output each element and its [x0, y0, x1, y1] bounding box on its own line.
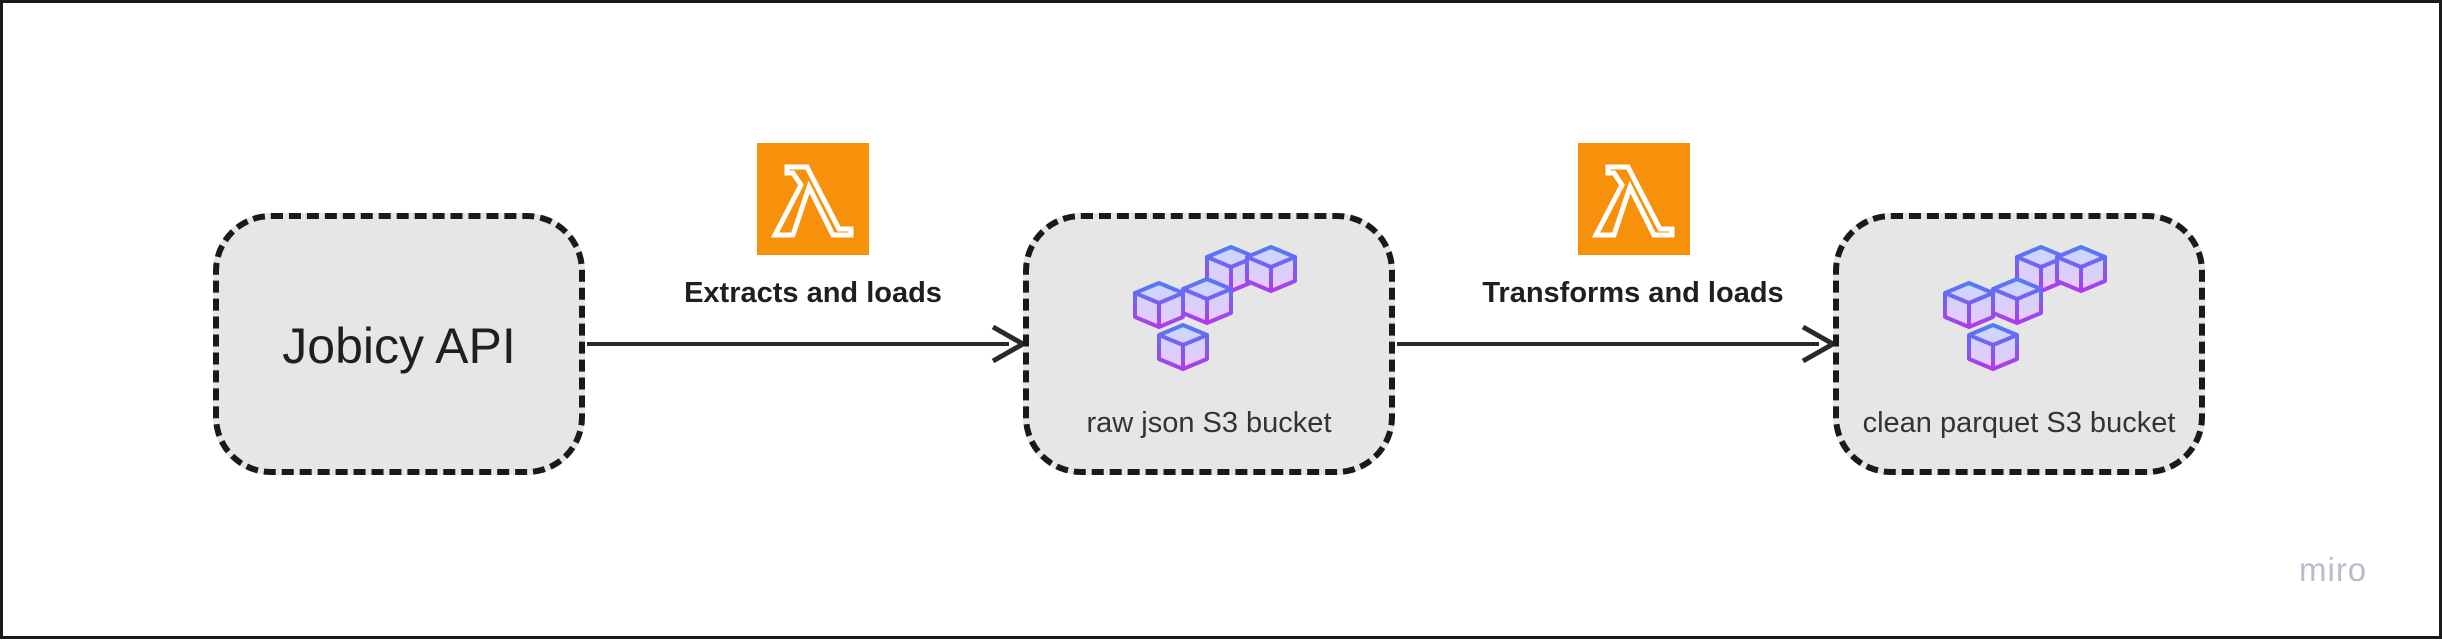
- s3-bucket-icon: [1943, 245, 2107, 371]
- arrow-api-to-raw: [587, 324, 1026, 364]
- transforms-and-loads-label: Transforms and loads: [1482, 277, 1784, 309]
- clean-parquet-bucket-label: clean parquet S3 bucket: [1862, 407, 2176, 439]
- extracts-and-loads-label: Extracts and loads: [684, 277, 942, 309]
- edge-arrows: [587, 324, 1836, 364]
- clean-parquet-bucket-node[interactable]: clean parquet S3 bucket: [1833, 213, 2205, 475]
- aws-lambda-icon: [1578, 143, 1690, 255]
- jobicy-api-node[interactable]: Jobicy API: [213, 213, 585, 475]
- raw-json-bucket-node[interactable]: raw json S3 bucket: [1023, 213, 1395, 475]
- miro-watermark: miro: [2299, 551, 2368, 588]
- jobicy-api-label: Jobicy API: [282, 318, 516, 374]
- raw-json-bucket-label: raw json S3 bucket: [1086, 407, 1332, 439]
- aws-lambda-icon: [757, 143, 869, 255]
- s3-bucket-icon: [1133, 245, 1297, 371]
- arrow-raw-to-clean: [1397, 324, 1836, 364]
